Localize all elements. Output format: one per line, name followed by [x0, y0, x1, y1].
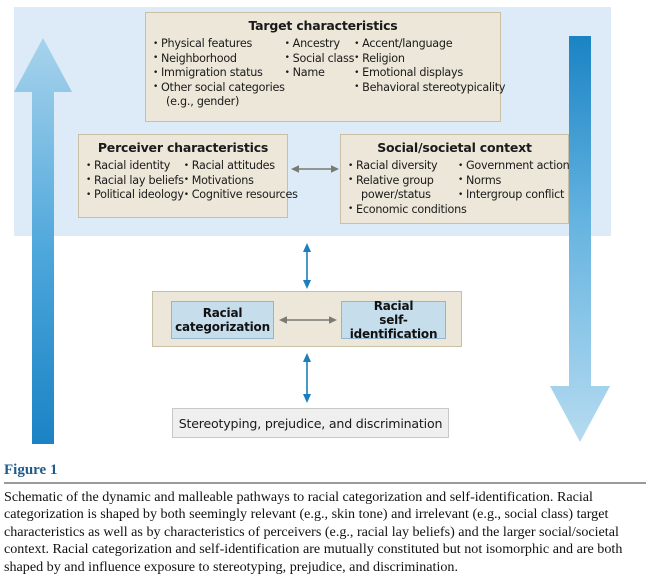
categorization-to-outcome-double-arrow-icon: [300, 353, 314, 403]
list-item: Norms: [458, 174, 570, 189]
list-item: Racial attitudes: [184, 159, 298, 174]
left-big-up-arrow-icon: [12, 36, 74, 446]
target-characteristics-box: Target characteristics Physical features…: [145, 12, 501, 122]
list-item: Racial identity: [86, 159, 184, 174]
list-item-continuation: (e.g., gender): [153, 95, 285, 110]
figure-label: Figure 1: [0, 458, 650, 481]
list-item-continuation: power/status: [348, 188, 458, 203]
list-item: Other social categories: [153, 81, 285, 96]
figure-diagram: Target characteristics Physical features…: [0, 0, 650, 458]
list-item: Emotional displays: [354, 66, 505, 81]
figure-caption-text: Schematic of the dynamic and malleable p…: [0, 489, 650, 576]
figure-caption-area: Figure 1 Schematic of the dynamic and ma…: [0, 458, 650, 576]
stereotyping-prejudice-discrimination-box: Stereotyping, prejudice, and discriminat…: [172, 408, 449, 438]
list-item: Name: [285, 66, 355, 81]
outcome-label: Stereotyping, prejudice, and discriminat…: [179, 416, 443, 431]
list-item: Economic conditions: [348, 203, 458, 218]
list-item: Cognitive resources: [184, 188, 298, 203]
social-societal-context-title: Social/societal context: [341, 140, 568, 155]
list-item: Accent/language: [354, 37, 505, 52]
target-column-2: Ancestry Social class Name: [285, 37, 355, 110]
perceiver-column-1: Racial identity Racial lay beliefs Polit…: [86, 159, 184, 203]
list-item: Religion: [354, 52, 505, 67]
list-item: Racial lay beliefs: [86, 174, 184, 189]
racial-self-identification-label-line2: self-identification: [350, 313, 438, 341]
list-item: Physical features: [153, 37, 285, 52]
racial-categorization-label-line2: categorization: [175, 320, 270, 334]
social-column-1: Racial diversity Relative group power/st…: [348, 159, 458, 217]
list-item: Immigration status: [153, 66, 285, 81]
racial-categorization-label-line1: Racial: [203, 306, 243, 320]
racial-self-identification-box: Racial self-identification: [341, 301, 446, 339]
context-to-categorization-double-arrow-icon: [300, 243, 314, 289]
categorization-band: Racial categorization Racial self-identi…: [152, 291, 462, 347]
categorization-self-identification-double-arrow-icon: [279, 313, 337, 327]
list-item: Relative group: [348, 174, 458, 189]
list-item: Neighborhood: [153, 52, 285, 67]
list-item: Motivations: [184, 174, 298, 189]
perceiver-column-2: Racial attitudes Motivations Cognitive r…: [184, 159, 298, 203]
social-column-2: Government action Norms Intergroup confl…: [458, 159, 570, 217]
list-item: Government action: [458, 159, 570, 174]
list-item: Intergroup conflict: [458, 188, 570, 203]
perceiver-characteristics-box: Perceiver characteristics Racial identit…: [78, 134, 288, 218]
target-column-3: Accent/language Religion Emotional displ…: [354, 37, 505, 110]
social-societal-context-box: Social/societal context Racial diversity…: [340, 134, 569, 224]
caption-divider: [4, 482, 646, 484]
racial-self-identification-label-line1: Racial: [374, 299, 414, 313]
target-column-1: Physical features Neighborhood Immigrati…: [153, 37, 285, 110]
list-item: Ancestry: [285, 37, 355, 52]
perceiver-social-double-arrow-icon: [291, 162, 339, 176]
perceiver-characteristics-title: Perceiver characteristics: [79, 140, 287, 155]
list-item: Racial diversity: [348, 159, 458, 174]
target-characteristics-title: Target characteristics: [146, 18, 500, 33]
list-item: Political ideology: [86, 188, 184, 203]
right-big-down-arrow-icon: [548, 34, 612, 444]
list-item: Behavioral stereotypicality: [354, 81, 505, 96]
racial-categorization-box: Racial categorization: [171, 301, 274, 339]
list-item: Social class: [285, 52, 355, 67]
